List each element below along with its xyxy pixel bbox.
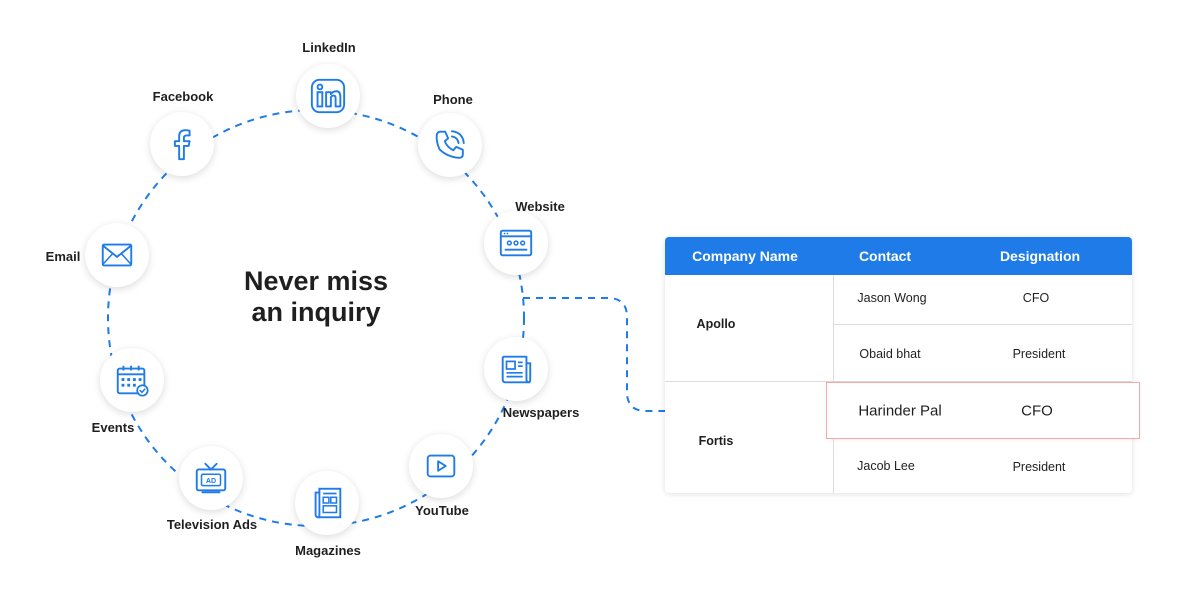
channel-label-phone: Phone	[433, 92, 473, 107]
facebook-icon	[173, 129, 191, 161]
phone-node	[418, 113, 482, 177]
channel-label-email: Email	[45, 249, 81, 264]
email-node	[85, 223, 149, 287]
website-icon	[499, 229, 533, 257]
tv-node: AD	[179, 446, 243, 510]
magazine-icon	[314, 487, 342, 519]
header-designation: Designation	[999, 248, 1081, 264]
contacts-table: Company Name Contact Designation Apollo …	[665, 237, 1132, 493]
phone-icon	[435, 130, 465, 159]
newspaper-node	[484, 337, 548, 401]
youtube-node	[409, 434, 473, 498]
magazine-node	[295, 471, 359, 535]
calendar-icon	[116, 365, 149, 397]
facebook-node	[150, 112, 214, 176]
linkedin-node	[296, 64, 360, 128]
channel-label-linkedin: LinkedIn	[302, 40, 356, 55]
designation-cell: President	[1012, 460, 1066, 474]
company-cell-apollo: Apollo	[696, 317, 736, 331]
tv-ad-badge: AD	[206, 477, 216, 485]
group-divider	[665, 381, 1132, 382]
headline: Never miss an inquiry	[244, 266, 388, 328]
contact-cell: Jason Wong	[857, 291, 927, 305]
tv-ad-icon: AD	[195, 462, 227, 494]
highlighted-designation: CFO	[1021, 402, 1053, 420]
youtube-icon	[426, 454, 456, 478]
channel-label-website: Website	[515, 199, 565, 214]
highlighted-contact: Harinder Pal	[858, 402, 942, 420]
channel-label-newspapers: Newspapers	[502, 405, 580, 420]
events-node	[100, 348, 164, 412]
contact-cell: Obaid bhat	[859, 347, 921, 361]
designation-cell: President	[1012, 347, 1066, 361]
highlighted-row: Harinder Pal CFO	[826, 382, 1140, 439]
email-icon	[101, 243, 133, 267]
contact-cell: Jacob Lee	[857, 459, 915, 473]
headline-line-1: Never miss	[243, 266, 389, 296]
designation-cell: CFO	[1022, 291, 1050, 305]
channel-label-magazines: Magazines	[295, 543, 361, 558]
header-contact: Contact	[858, 248, 912, 264]
website-node	[484, 211, 548, 275]
channel-label-events: Events	[91, 420, 135, 435]
connector-line	[523, 297, 840, 412]
newspaper-icon	[501, 355, 532, 384]
company-cell-fortis: Fortis	[698, 434, 734, 448]
table-header: Company Name Contact Designation	[665, 237, 1132, 275]
row-divider	[833, 324, 1132, 325]
channel-label-facebook: Facebook	[152, 89, 214, 104]
linkedin-icon	[310, 78, 346, 114]
channel-label-television-ads: Television Ads	[166, 517, 258, 532]
channel-label-youtube: YouTube	[415, 503, 469, 518]
header-company-name: Company Name	[692, 248, 798, 264]
headline-line-2: an inquiry	[251, 297, 381, 327]
